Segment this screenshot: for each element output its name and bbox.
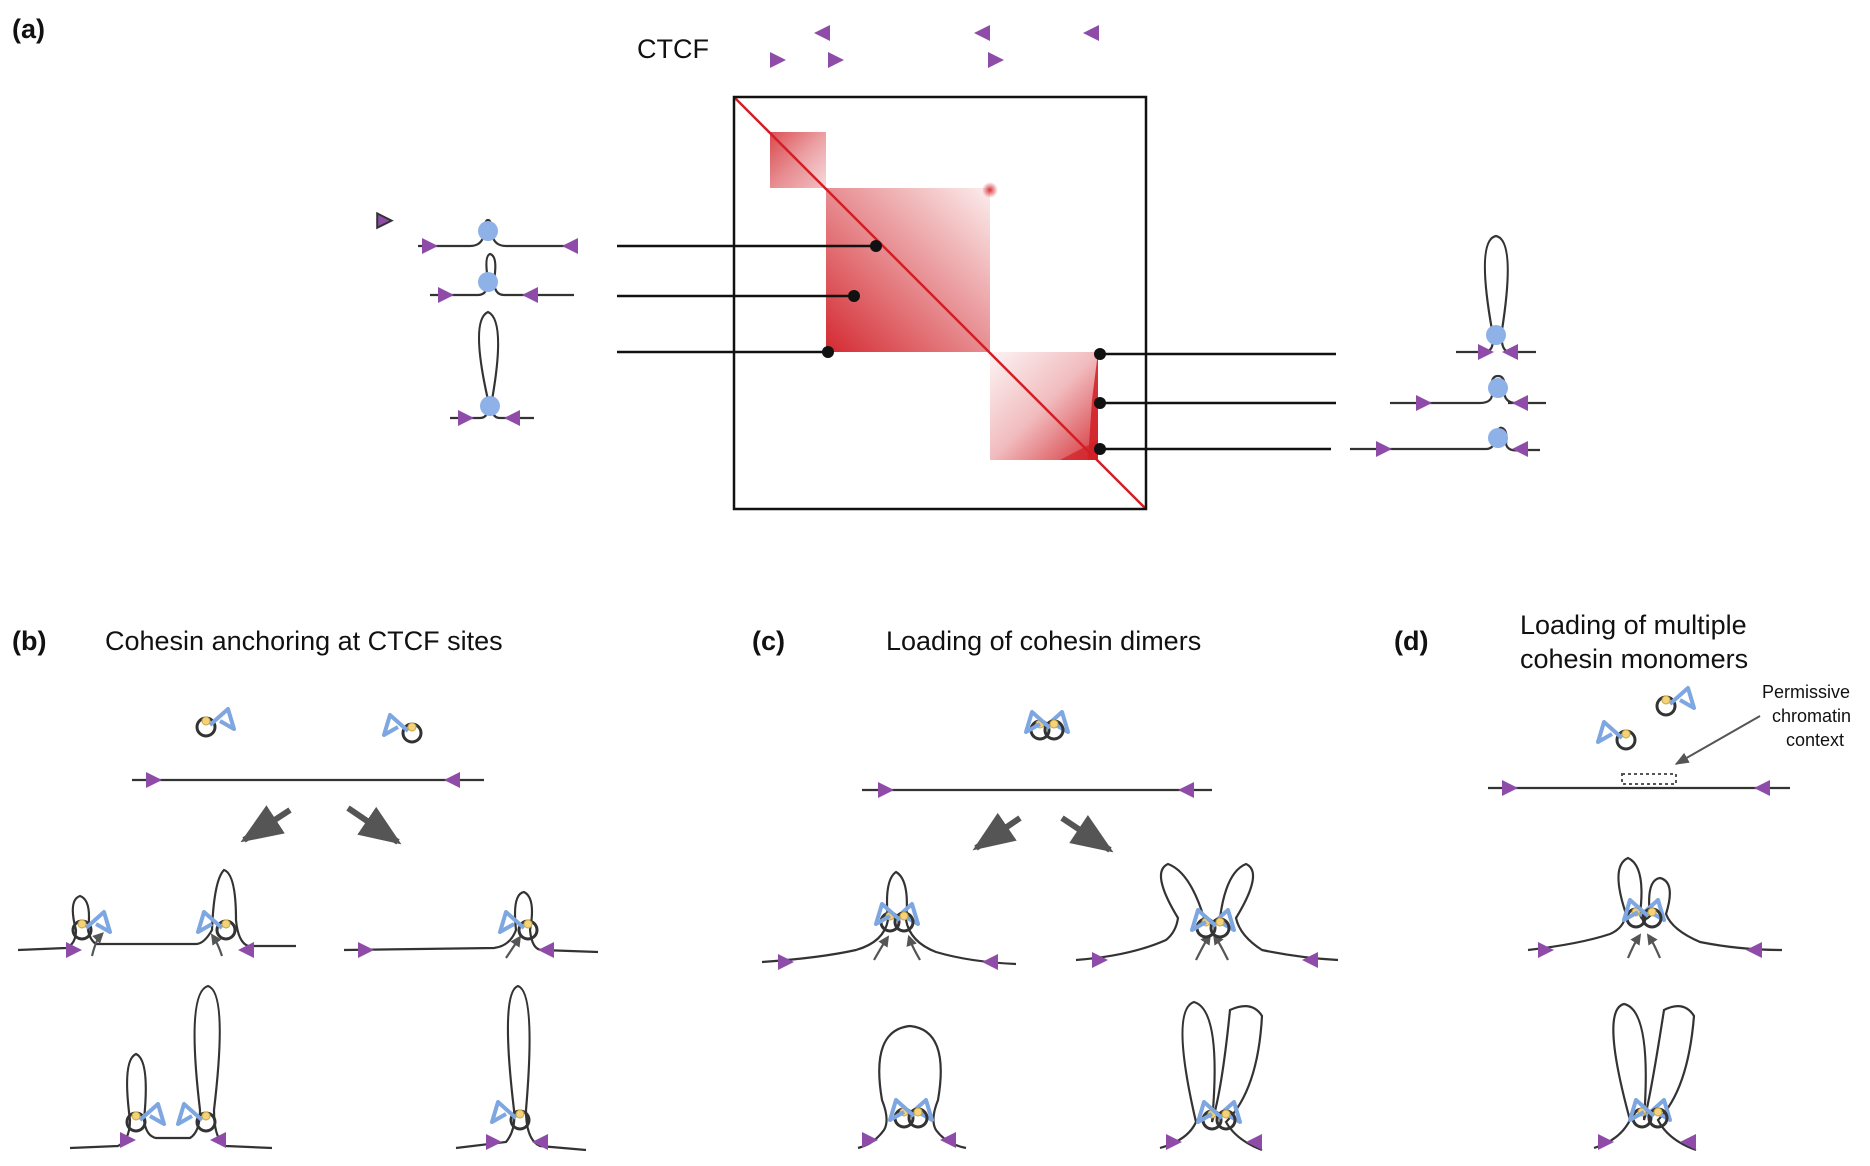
triangle-icon: [1376, 441, 1392, 457]
contact-dot: [982, 182, 998, 198]
diagonal: [733, 96, 1147, 510]
triangle-icon: [1166, 1134, 1182, 1150]
annotation-line3: context: [1786, 730, 1844, 750]
triangle-icon: [66, 942, 82, 958]
black-dot-icon: [1094, 443, 1106, 455]
triangle-icon: [146, 772, 162, 788]
triangle-icon: [1502, 780, 1518, 796]
panel-d-bottom-icons: [1598, 1098, 1696, 1150]
triangle-icon: [862, 1132, 878, 1148]
cohesin-ring-icon: [176, 1102, 217, 1133]
triangle-icon: [562, 238, 578, 254]
triangle-icon: [444, 772, 460, 788]
ctcf-label: CTCF: [637, 34, 709, 64]
left-ctcf-icons: [422, 238, 578, 426]
annotation-line2: chromatin: [1772, 706, 1851, 726]
panel-c-middle: [761, 862, 1339, 966]
panel-c-top: [862, 710, 1212, 853]
triangle-icon: [814, 25, 830, 41]
triangle-icon: [878, 782, 894, 798]
panel-c-bottom-icons: [862, 1098, 1262, 1150]
panel-d-label: (d): [1394, 626, 1428, 656]
triangle-icon: [458, 410, 474, 426]
triangle-icon: [1512, 441, 1528, 457]
panel-b-bottom-icons: [120, 1100, 548, 1150]
triangle-icon: [1502, 344, 1518, 360]
triangle-icon: [988, 52, 1004, 68]
permissive-region-box: [1621, 773, 1677, 785]
triangle-icon: [1302, 952, 1318, 968]
contact-map-frame: [732, 95, 1148, 511]
triangle-icon: [1538, 942, 1554, 958]
panel-d-title-line1: Loading of multiple: [1520, 610, 1747, 640]
cohesin-ring-icon: [196, 910, 237, 941]
anchor-dots: [822, 240, 1106, 455]
triangle-icon: [522, 287, 538, 303]
panel-b-middle: [17, 868, 599, 959]
panel-b-title: Cohesin anchoring at CTCF sites: [105, 626, 503, 656]
triangle-icon: [358, 942, 374, 958]
panel-c-middle-icons: [778, 902, 1318, 970]
triangle-icon: [974, 25, 990, 41]
triangle-icon: [438, 287, 454, 303]
panel-d-bottom: [1593, 1002, 1697, 1152]
black-dot-icon: [1094, 348, 1106, 360]
triangle-icon: [504, 410, 520, 426]
triangle-icon: [770, 52, 786, 68]
triangle-icon: [1416, 395, 1432, 411]
triangle-icon: [1178, 782, 1194, 798]
triangle-icon: [1092, 952, 1108, 968]
panel-b-label: (b): [12, 626, 46, 656]
triangle-icon: [778, 954, 794, 970]
ctcf-orientation-icons: [770, 25, 1099, 68]
panel-a-label: (a): [12, 14, 45, 44]
triangle-icon: [982, 954, 998, 970]
triangle-icon: [828, 52, 844, 68]
triangle-icon: [538, 942, 554, 958]
panel-d-top: [1488, 686, 1790, 796]
panel-d-middle-icons: [1538, 898, 1762, 958]
black-dot-icon: [848, 290, 860, 302]
triangle-icon: [1512, 395, 1528, 411]
panel-b-bottom: [69, 984, 587, 1152]
black-dot-icon: [870, 240, 882, 252]
triangle-icon: [1746, 942, 1762, 958]
cohesin-ring-icon: [382, 713, 423, 744]
contact-map: [732, 95, 1148, 511]
panel-b-top: [132, 707, 484, 845]
cohesin-ring-icon: [71, 910, 112, 941]
triangle-icon: [1598, 1134, 1614, 1150]
black-dot-icon: [822, 346, 834, 358]
panel-d-title-line2: cohesin monomers: [1520, 644, 1748, 674]
triangle-icon: [1083, 25, 1099, 41]
panel-c-bottom: [857, 1000, 1264, 1152]
black-dot-icon: [1094, 397, 1106, 409]
cohesin-ring-icon: [490, 1100, 531, 1131]
leader-lines: [617, 244, 1336, 451]
panel-b-middle-icons: [66, 910, 554, 958]
cohesin-ring-icon: [1655, 686, 1696, 717]
triangle-icon: [422, 238, 438, 254]
triangle-icon: [1754, 780, 1770, 796]
cohesin-ring-icon: [195, 707, 236, 738]
triangle-icon: [532, 1134, 548, 1150]
triangle-icon: [486, 1134, 502, 1150]
right-loop-cartoons: [1350, 234, 1546, 452]
cohesin-ring-icon: [1596, 720, 1637, 751]
annotation-line1: Permissive: [1762, 682, 1850, 702]
triangle-icon: [940, 1132, 956, 1148]
left-loop-cartoons: [376, 212, 574, 420]
panel-c-title: Loading of cohesin dimers: [886, 626, 1201, 656]
panel-c-label: (c): [752, 626, 785, 656]
